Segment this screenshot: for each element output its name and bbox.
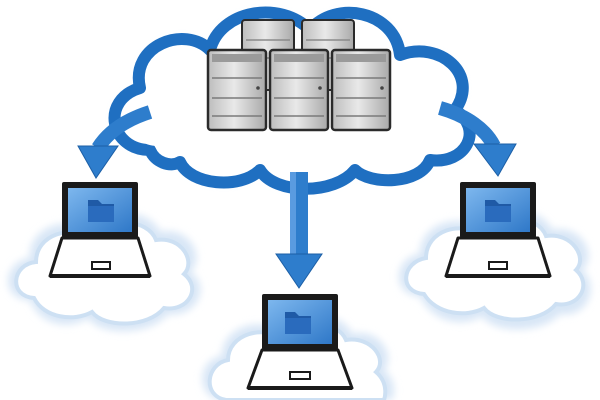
server-front-center — [268, 48, 330, 132]
laptop-icon-left — [48, 182, 152, 278]
server-cluster-icon — [206, 19, 392, 132]
folder-icon-bottom — [285, 312, 311, 334]
laptop-icon-bottom — [246, 294, 354, 390]
folder-icon-left — [88, 200, 114, 222]
folder-icon-right — [485, 200, 511, 222]
laptop-icon-right — [444, 182, 552, 278]
arrow-icon-left — [77, 105, 153, 179]
arrow-icon-right — [437, 101, 517, 177]
server-front-left — [206, 48, 268, 132]
arrow-icon-down — [275, 172, 323, 289]
server-front-right — [330, 48, 392, 132]
